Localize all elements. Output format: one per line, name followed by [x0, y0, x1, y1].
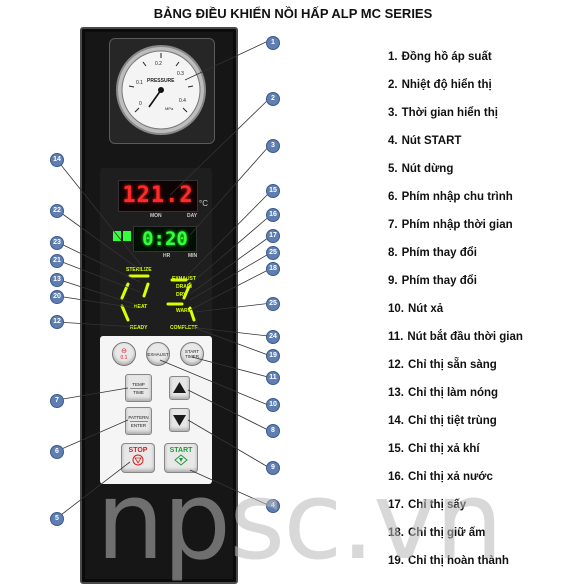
legend-item: 3.Thời gian hiển thị — [388, 107, 498, 119]
start-timer-label-1: START — [184, 349, 200, 354]
temperature-display: 121.2 — [118, 180, 198, 212]
legend-item: 15.Chỉ thị xả khí — [388, 443, 480, 455]
temp-time-key[interactable]: TEMP TIME — [125, 374, 152, 402]
legend-item: 6.Phím nhập chu trình — [388, 191, 513, 203]
callout-13: 13 — [50, 273, 64, 287]
callout-16: 16 — [266, 208, 280, 222]
start-button[interactable]: START — [164, 443, 198, 473]
gauge-brand: PRESSURE — [147, 78, 175, 84]
callout-9: 9 — [266, 461, 280, 475]
callout-12: 12 — [50, 315, 64, 329]
callout-1: 1 — [266, 36, 280, 50]
pressure-gauge: 0 0.1 0.2 0.3 0.4 PRESSURE MPa — [116, 45, 206, 135]
legend-item: 12.Chỉ thị sẵn sàng — [388, 359, 497, 371]
legend-item: 18.Chỉ thị giữ ấm — [388, 527, 486, 539]
enter-key-label: ENTER — [130, 422, 147, 428]
callout-10: 10 — [266, 398, 280, 412]
time-label-left: HR — [163, 253, 171, 259]
stop-icon — [132, 454, 144, 466]
time-led-square — [113, 231, 121, 241]
drain-button[interactable]: ⊖ 0.1 — [112, 342, 136, 366]
legend-item: 19.Chỉ thị hoàn thành — [388, 555, 509, 567]
indicator-ready: READY — [130, 325, 148, 331]
indicator-drain: DRAIN — [176, 284, 192, 290]
gauge-tick: 0 — [139, 101, 142, 107]
legend-item: 1.Đồng hồ áp suất — [388, 51, 492, 63]
callout-20: 20 — [50, 290, 64, 304]
gauge-needle — [148, 89, 162, 108]
temp-key-label: TEMP — [132, 381, 145, 387]
time-led-square — [123, 231, 131, 241]
watermark: npsc.vn — [96, 459, 503, 584]
legend-item: 5.Nút dừng — [388, 163, 454, 175]
pattern-key-label: PATTERN — [128, 414, 149, 420]
callout-2: 2 — [266, 92, 280, 106]
legend-item: 10.Nút xả — [388, 303, 444, 315]
callout-8: 8 — [266, 424, 280, 438]
callout-22: 22 — [50, 204, 64, 218]
up-key[interactable] — [169, 376, 190, 400]
callout-25b: 25 — [266, 297, 280, 311]
legend-item: 4.Nút START — [388, 135, 462, 147]
callout-3: 3 — [266, 139, 280, 153]
stop-button[interactable]: STOP — [121, 443, 155, 473]
legend-item: 9.Phím thay đổi — [388, 275, 477, 287]
temperature-unit: °C — [199, 199, 208, 208]
legend-item: 14.Chỉ thị tiệt trùng — [388, 415, 497, 427]
exhaust-label: EXHAUST — [147, 351, 169, 357]
gauge-tick: 0.2 — [155, 61, 162, 67]
drain-label: 0.1 — [120, 354, 128, 361]
legend-item: 17.Chỉ thị sấy — [388, 499, 467, 511]
drain-icon: ⊖ — [121, 347, 127, 355]
exhaust-button[interactable]: EXHAUST — [146, 342, 170, 366]
time-key-label: TIME — [133, 389, 144, 395]
start-icon — [174, 454, 188, 466]
legend-item: 7.Phím nhập thời gian — [388, 219, 513, 231]
gauge-tick: 0.3 — [177, 71, 184, 77]
page-title: BẢNG ĐIỀU KHIỂN NỒI HẤP ALP MC SERIES — [153, 6, 433, 21]
callout-15: 15 — [266, 184, 280, 198]
start-timer-label-2: TIMER — [185, 354, 199, 359]
callout-7: 7 — [50, 394, 64, 408]
callout-14: 14 — [50, 153, 64, 167]
callout-4: 4 — [266, 499, 280, 513]
callout-25a: 25 — [266, 246, 280, 260]
pattern-enter-key[interactable]: PATTERN ENTER — [125, 407, 152, 435]
time-display: 0:20 — [133, 226, 197, 252]
down-key[interactable] — [169, 408, 190, 432]
gauge-tick: 0.1 — [136, 80, 143, 86]
legend-item: 16.Chỉ thị xả nước — [388, 471, 493, 483]
temp-label-left: MON — [150, 213, 162, 219]
time-label-right: MIN — [188, 253, 198, 259]
callout-24: 24 — [266, 330, 280, 344]
gauge-unit: MPa — [165, 106, 174, 111]
start-timer-button[interactable]: START TIMER — [180, 342, 204, 366]
callout-18: 18 — [266, 262, 280, 276]
legend-list: 1.Đồng hồ áp suất 2.Nhiệt độ hiển thị 3.… — [388, 48, 523, 580]
gauge-tick: 0.4 — [179, 98, 186, 104]
temp-label-right: DAY — [187, 213, 198, 219]
start-label: START — [169, 447, 193, 454]
triangle-up-icon — [173, 382, 186, 393]
indicator-heat: HEAT — [134, 304, 148, 310]
legend-item: 2.Nhiệt độ hiển thị — [388, 79, 492, 91]
indicator-warm: WARM — [176, 308, 192, 314]
indicator-dry: DRY — [176, 292, 187, 298]
callout-6: 6 — [50, 445, 64, 459]
legend-item: 11.Nút bắt đầu thời gian — [388, 331, 523, 343]
indicator-complete: COMPLETE — [170, 325, 198, 331]
legend-item: 13.Chỉ thị làm nóng — [388, 387, 499, 399]
legend-item: 8.Phím thay đổi — [388, 247, 477, 259]
callout-5: 5 — [50, 512, 64, 526]
callout-21: 21 — [50, 254, 64, 268]
stop-label: STOP — [128, 447, 148, 454]
callout-11: 11 — [266, 371, 280, 385]
callout-19: 19 — [266, 349, 280, 363]
indicator-sterilize: STERILIZE — [126, 267, 152, 273]
triangle-down-icon — [173, 415, 186, 426]
callout-23: 23 — [50, 236, 64, 250]
callout-17: 17 — [266, 229, 280, 243]
